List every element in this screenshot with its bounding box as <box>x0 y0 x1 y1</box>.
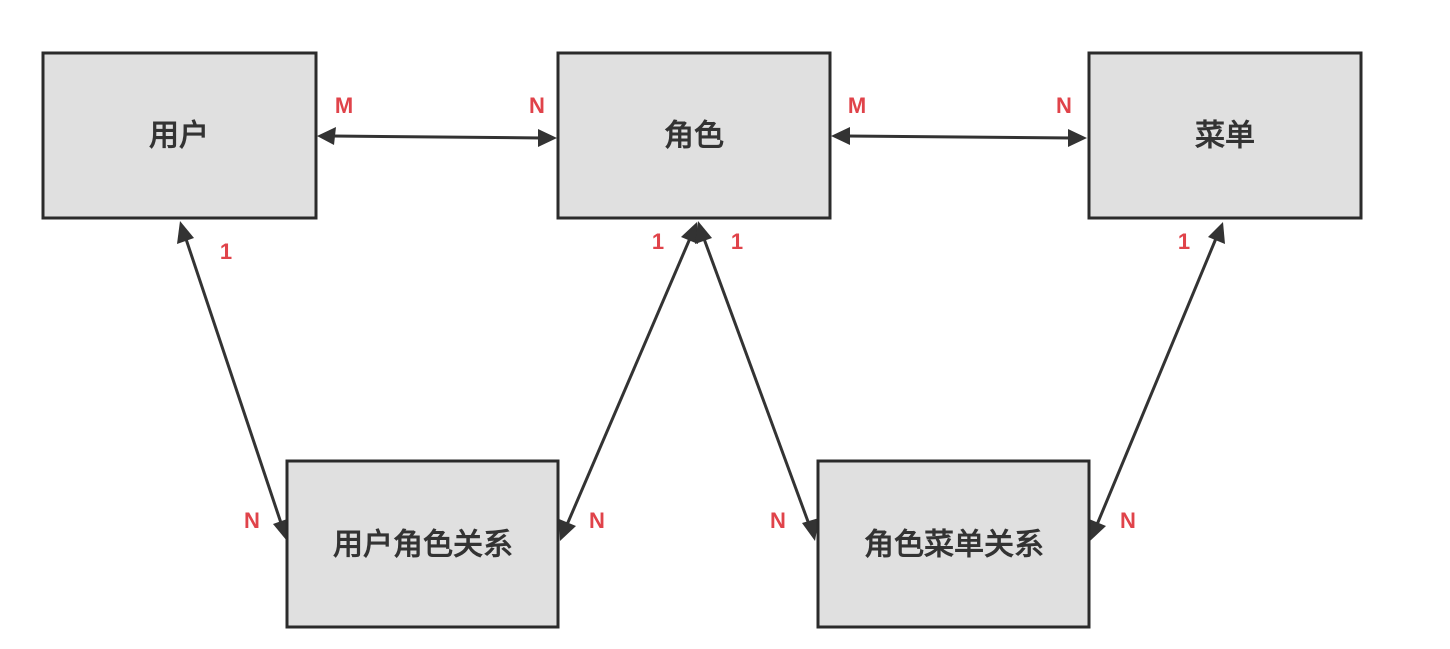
cardinality-label: M <box>848 93 866 118</box>
node-label: 角色 <box>664 119 724 154</box>
node-label: 用户 <box>149 119 209 154</box>
node-box <box>816 459 1091 629</box>
arrowhead-icon <box>1089 519 1106 541</box>
edge-line <box>1094 235 1219 528</box>
arrowhead-icon <box>559 519 576 541</box>
edge-line <box>845 134 1073 140</box>
edge-role-role-menu <box>695 221 819 541</box>
cardinality-label: N <box>529 93 545 118</box>
arrowhead-icon <box>802 518 819 541</box>
edges <box>177 127 1225 541</box>
edge-menu-role-menu <box>1089 222 1225 541</box>
cardinality-label: M <box>335 93 353 118</box>
edge-line <box>331 134 543 140</box>
node-user[interactable]: 用户 <box>41 51 318 220</box>
edge-role-user-role <box>559 222 698 541</box>
cardinality-label: 1 <box>731 229 743 254</box>
edge-line <box>183 235 284 527</box>
arrowhead-icon <box>538 129 557 147</box>
node-label: 角色菜单关系 <box>864 528 1044 563</box>
cardinality-label: N <box>770 508 786 533</box>
cardinality-labels: M N M N 1 N 1 N 1 N 1 N <box>220 93 1190 533</box>
node-label: 菜单 <box>1195 119 1255 154</box>
edge-line <box>564 235 693 528</box>
arrowhead-icon <box>177 221 194 244</box>
cardinality-label: 1 <box>1178 229 1190 254</box>
node-box <box>1087 51 1363 220</box>
arrowhead-icon <box>1208 222 1225 244</box>
cardinality-label: N <box>1120 508 1136 533</box>
cardinality-label: N <box>589 508 605 533</box>
node-box <box>41 51 318 220</box>
arrowhead-icon <box>681 222 698 244</box>
nodes: 用户 角色 菜单 用户角色关系 角色菜单关系 <box>41 51 1363 629</box>
arrowhead-icon <box>831 127 850 145</box>
edge-user-user-role <box>177 221 290 541</box>
cardinality-label: 1 <box>220 239 232 264</box>
node-box <box>285 459 560 629</box>
node-box <box>556 51 832 220</box>
cardinality-label: 1 <box>652 229 664 254</box>
node-user-role[interactable]: 用户角色关系 <box>285 459 560 629</box>
node-menu[interactable]: 菜单 <box>1087 51 1363 220</box>
edge-user-role <box>317 127 557 147</box>
node-role-menu[interactable]: 角色菜单关系 <box>816 459 1091 629</box>
edge-line <box>701 235 812 528</box>
cardinality-label: N <box>244 508 260 533</box>
arrowhead-icon <box>317 127 336 145</box>
edge-role-menu <box>831 127 1087 147</box>
cardinality-label: N <box>1056 93 1072 118</box>
node-role[interactable]: 角色 <box>556 51 832 220</box>
arrowhead-icon <box>695 221 712 244</box>
node-label: 用户角色关系 <box>333 528 513 563</box>
arrowhead-icon <box>1068 129 1087 147</box>
